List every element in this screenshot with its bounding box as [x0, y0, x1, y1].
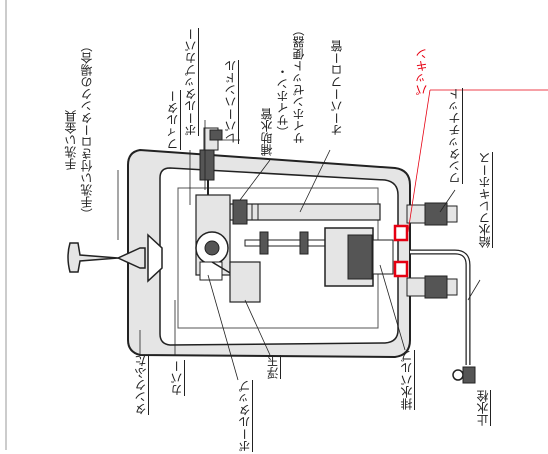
onetouch-nut-lower [406, 275, 458, 299]
label-tearai-kanagu-sub: （手洗い付きロータンクの場合） [80, 40, 94, 220]
label-cover: カバー [170, 360, 184, 396]
label-ball-tap: ボールタップ [238, 380, 252, 452]
label-packing: パッキン [415, 48, 429, 96]
label-hojo-suikan-sub2: サイホンゼット便器） [292, 24, 306, 144]
onetouch-nut-upper [406, 202, 458, 226]
label-shisuisen: 止水栓 [476, 390, 490, 426]
lever-rod [199, 127, 223, 195]
label-balltap-cover: ボールタップカバー [184, 28, 198, 136]
stop-valve [452, 366, 476, 384]
label-overflow-kan: オーバーフロー管 [330, 40, 344, 136]
packing [393, 224, 409, 278]
label-onetouch-nut: ワンタッチナット [448, 88, 462, 184]
label-hojo-suikan: 補助水管 [260, 108, 274, 156]
supply-hose-inner [410, 250, 470, 365]
float [229, 261, 261, 303]
supply-hose [410, 249, 471, 365]
label-tearai-kanagu: 手洗い金具 [64, 110, 78, 170]
label-haisui-valve: 排水バルブ [400, 350, 414, 410]
label-kyusui-flexhose: 給水フレキホース [478, 152, 492, 248]
leader-lines [117, 120, 481, 381]
overflow-pipe [229, 199, 381, 225]
label-tank-futa: タンクふた [134, 355, 148, 415]
label-ukidama: 浮玉 [266, 355, 280, 379]
drain-valve [324, 227, 394, 287]
label-hojo-suikan-sub1: （サイホン・ [276, 66, 290, 138]
label-lever-handle: レバーハンドル [224, 60, 238, 144]
packing-leader [407, 89, 431, 233]
faucet [67, 233, 163, 283]
label-filter: フィルター [166, 90, 180, 150]
ball-tap [195, 194, 231, 281]
